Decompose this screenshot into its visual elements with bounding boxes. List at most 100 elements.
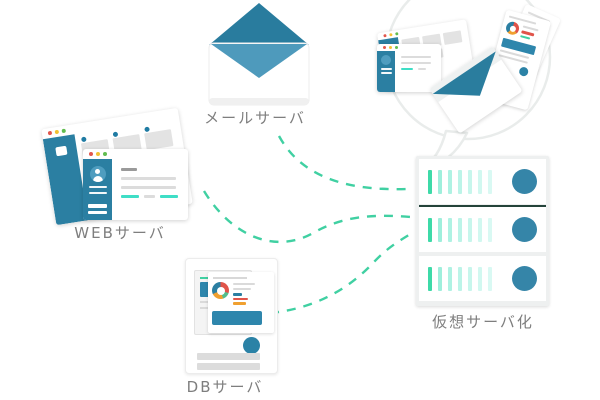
traffic-green-icon xyxy=(395,32,399,36)
card-thumbnail xyxy=(144,129,174,151)
traffic-green-icon xyxy=(395,46,398,49)
footer-bar xyxy=(197,363,260,370)
db-server-node xyxy=(185,258,278,374)
bar-mint xyxy=(520,34,531,40)
power-circle-icon xyxy=(512,266,537,291)
mini-browser-front xyxy=(377,44,441,92)
text-line xyxy=(401,62,431,64)
connection-db-to-rack xyxy=(269,231,413,315)
status-circle-icon xyxy=(518,66,530,78)
window-body xyxy=(377,51,441,92)
led-bar xyxy=(428,169,432,194)
web-server-label: WEBサーバ xyxy=(74,224,166,242)
accent-line xyxy=(200,277,214,279)
led-bar xyxy=(448,217,452,242)
user-avatar-icon xyxy=(381,55,391,65)
bar-blue xyxy=(233,293,242,296)
server-unit xyxy=(419,256,546,301)
traffic-red-icon xyxy=(383,46,386,49)
text-line xyxy=(213,277,247,279)
sidebar-line xyxy=(88,192,107,194)
accent-line xyxy=(418,68,426,70)
donut-chart-icon xyxy=(504,20,521,37)
dashboard-card-front xyxy=(208,272,274,333)
window-titlebar xyxy=(83,149,188,159)
led-bar xyxy=(478,266,482,291)
accent-line-row xyxy=(401,68,435,70)
web-server-window-front xyxy=(83,149,188,220)
dot-icon xyxy=(112,131,119,138)
led-bar xyxy=(468,217,472,242)
led-bar xyxy=(468,266,472,291)
led-bar xyxy=(468,169,472,194)
window-body xyxy=(83,159,188,220)
power-circle-icon xyxy=(512,217,537,242)
thumb-icon xyxy=(54,145,68,157)
led-bar xyxy=(438,217,442,242)
traffic-red-icon xyxy=(89,152,93,156)
profile-sidebar xyxy=(83,159,112,220)
chart-legend xyxy=(233,282,270,307)
led-bar xyxy=(458,266,462,291)
led-bar xyxy=(428,217,432,242)
led-bar xyxy=(458,217,462,242)
dashboard-charts xyxy=(212,282,270,307)
traffic-yellow-icon xyxy=(389,33,393,37)
led-bar xyxy=(488,266,492,291)
accent-line xyxy=(144,195,155,198)
led-bar xyxy=(438,169,442,194)
rack-separator xyxy=(419,204,546,207)
text-line xyxy=(121,168,137,171)
mail-server-node xyxy=(208,2,310,106)
chart-legend xyxy=(520,24,545,44)
connection-web-to-rack xyxy=(202,190,412,243)
db-server-label: DBサーバ xyxy=(186,378,264,396)
sidebar-pill xyxy=(88,211,107,214)
text-line xyxy=(401,56,431,58)
led-bar xyxy=(448,169,452,194)
power-circle-icon xyxy=(512,169,537,194)
accent-line xyxy=(401,68,413,70)
window-content xyxy=(112,159,188,220)
dot-icon xyxy=(80,136,87,143)
server-bars xyxy=(428,217,512,242)
led-bar xyxy=(488,169,492,194)
footer-bar xyxy=(197,353,260,360)
accent-line xyxy=(121,195,139,198)
user-avatar-icon xyxy=(89,166,106,182)
traffic-green-icon xyxy=(61,128,67,134)
envelope-open-icon xyxy=(208,3,310,106)
status-circle-icon xyxy=(243,337,260,354)
mail-server-label: メールサーバ xyxy=(204,109,306,127)
accent-line xyxy=(160,195,178,198)
led-bar xyxy=(488,217,492,242)
traffic-red-icon xyxy=(47,130,53,136)
led-bar xyxy=(478,217,482,242)
server-unit xyxy=(419,207,546,252)
traffic-yellow-icon xyxy=(389,46,392,49)
sidebar-line xyxy=(88,186,107,188)
card-thumbnail xyxy=(442,30,463,45)
dot-icon xyxy=(144,126,150,133)
primary-button-bar xyxy=(212,310,262,325)
sidebar-line xyxy=(380,72,392,74)
window-content xyxy=(395,51,441,92)
led-bar xyxy=(428,266,432,291)
led-bar xyxy=(448,266,452,291)
server-bars xyxy=(428,169,512,194)
envelope-inner xyxy=(211,44,307,78)
server-bars xyxy=(428,266,512,291)
traffic-yellow-icon xyxy=(96,152,100,156)
bar-red xyxy=(233,297,248,300)
connection-mail-to-rack xyxy=(277,135,410,191)
sidebar-line xyxy=(380,68,392,70)
traffic-red-icon xyxy=(383,33,387,38)
traffic-yellow-icon xyxy=(54,129,60,135)
virtual-server-node xyxy=(416,156,549,306)
server-unit xyxy=(419,159,546,204)
sidebar-pill xyxy=(88,204,107,208)
led-bar xyxy=(478,169,482,194)
accent-line-row xyxy=(121,195,179,198)
grid-card xyxy=(143,123,174,151)
